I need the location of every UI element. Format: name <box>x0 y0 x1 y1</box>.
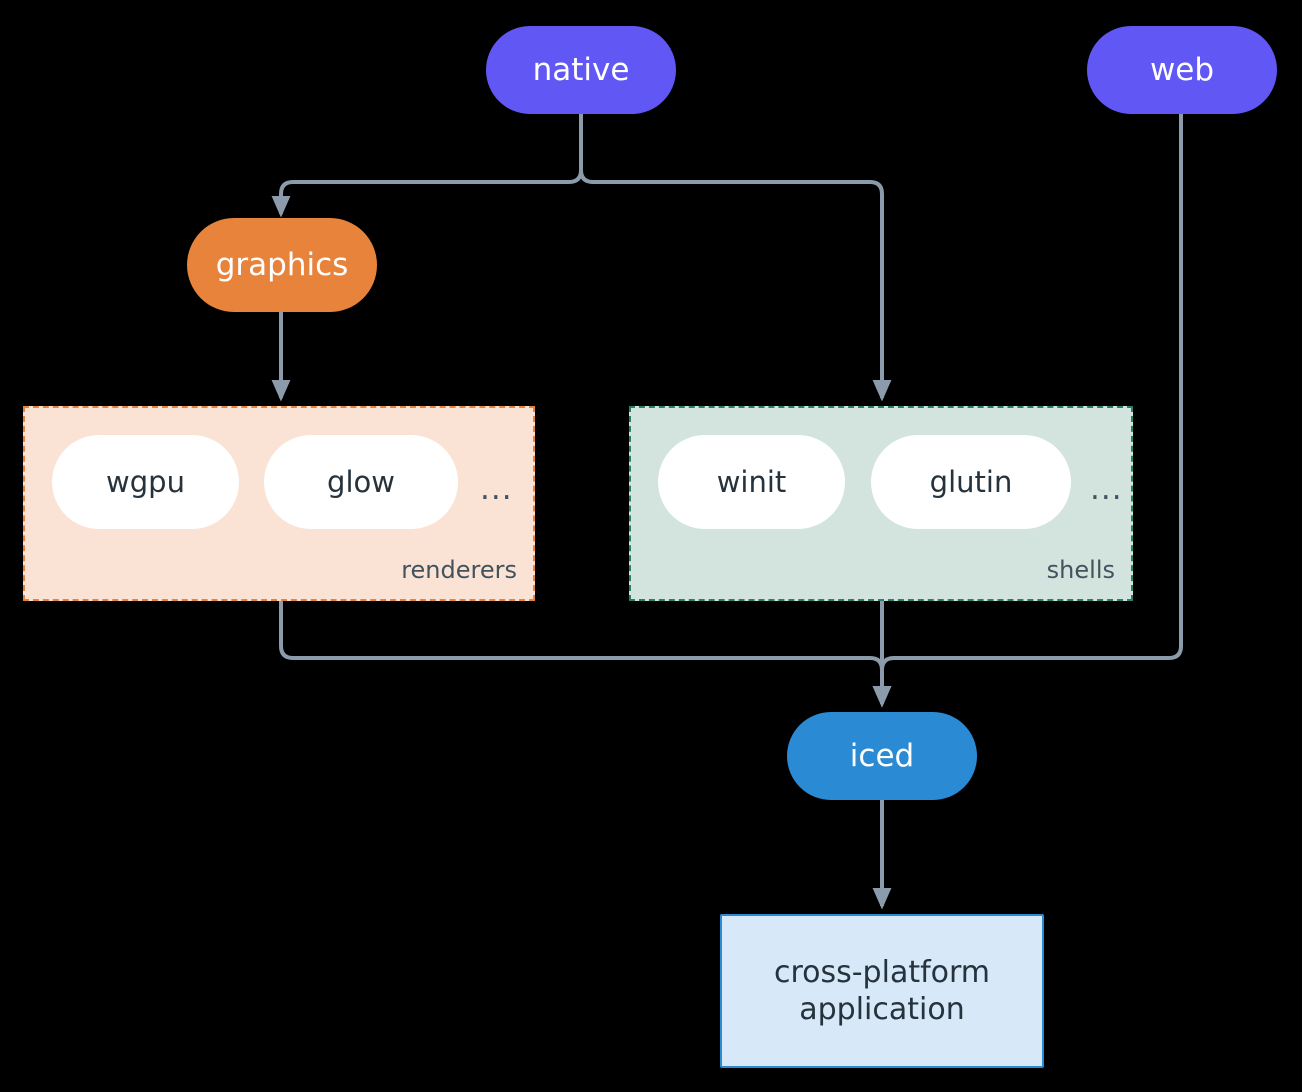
group-shells: winit glutin ... shells <box>629 406 1133 601</box>
renderers-overflow-ellipsis: ... <box>480 471 513 507</box>
leaf-node-glutin[interactable]: glutin <box>871 435 1071 529</box>
leaf-node-glow[interactable]: glow <box>264 435 458 529</box>
node-iced[interactable]: iced <box>787 712 977 800</box>
node-cross-platform-application[interactable]: cross-platform application <box>720 914 1044 1068</box>
leaf-node-wgpu[interactable]: wgpu <box>52 435 239 529</box>
group-label-shells: shells <box>1046 556 1115 584</box>
shells-overflow-ellipsis: ... <box>1090 471 1123 507</box>
node-web[interactable]: web <box>1087 26 1277 114</box>
edge-native-to-graphics <box>271 113 583 218</box>
leaf-node-winit[interactable]: winit <box>658 435 845 529</box>
edge-renderers-to-iced <box>279 601 892 708</box>
group-renderers: wgpu glow ... renderers <box>23 406 535 601</box>
node-native[interactable]: native <box>486 26 676 114</box>
node-graphics[interactable]: graphics <box>187 218 377 312</box>
edge-native-to-shells <box>579 113 892 402</box>
group-label-renderers: renderers <box>401 556 517 584</box>
